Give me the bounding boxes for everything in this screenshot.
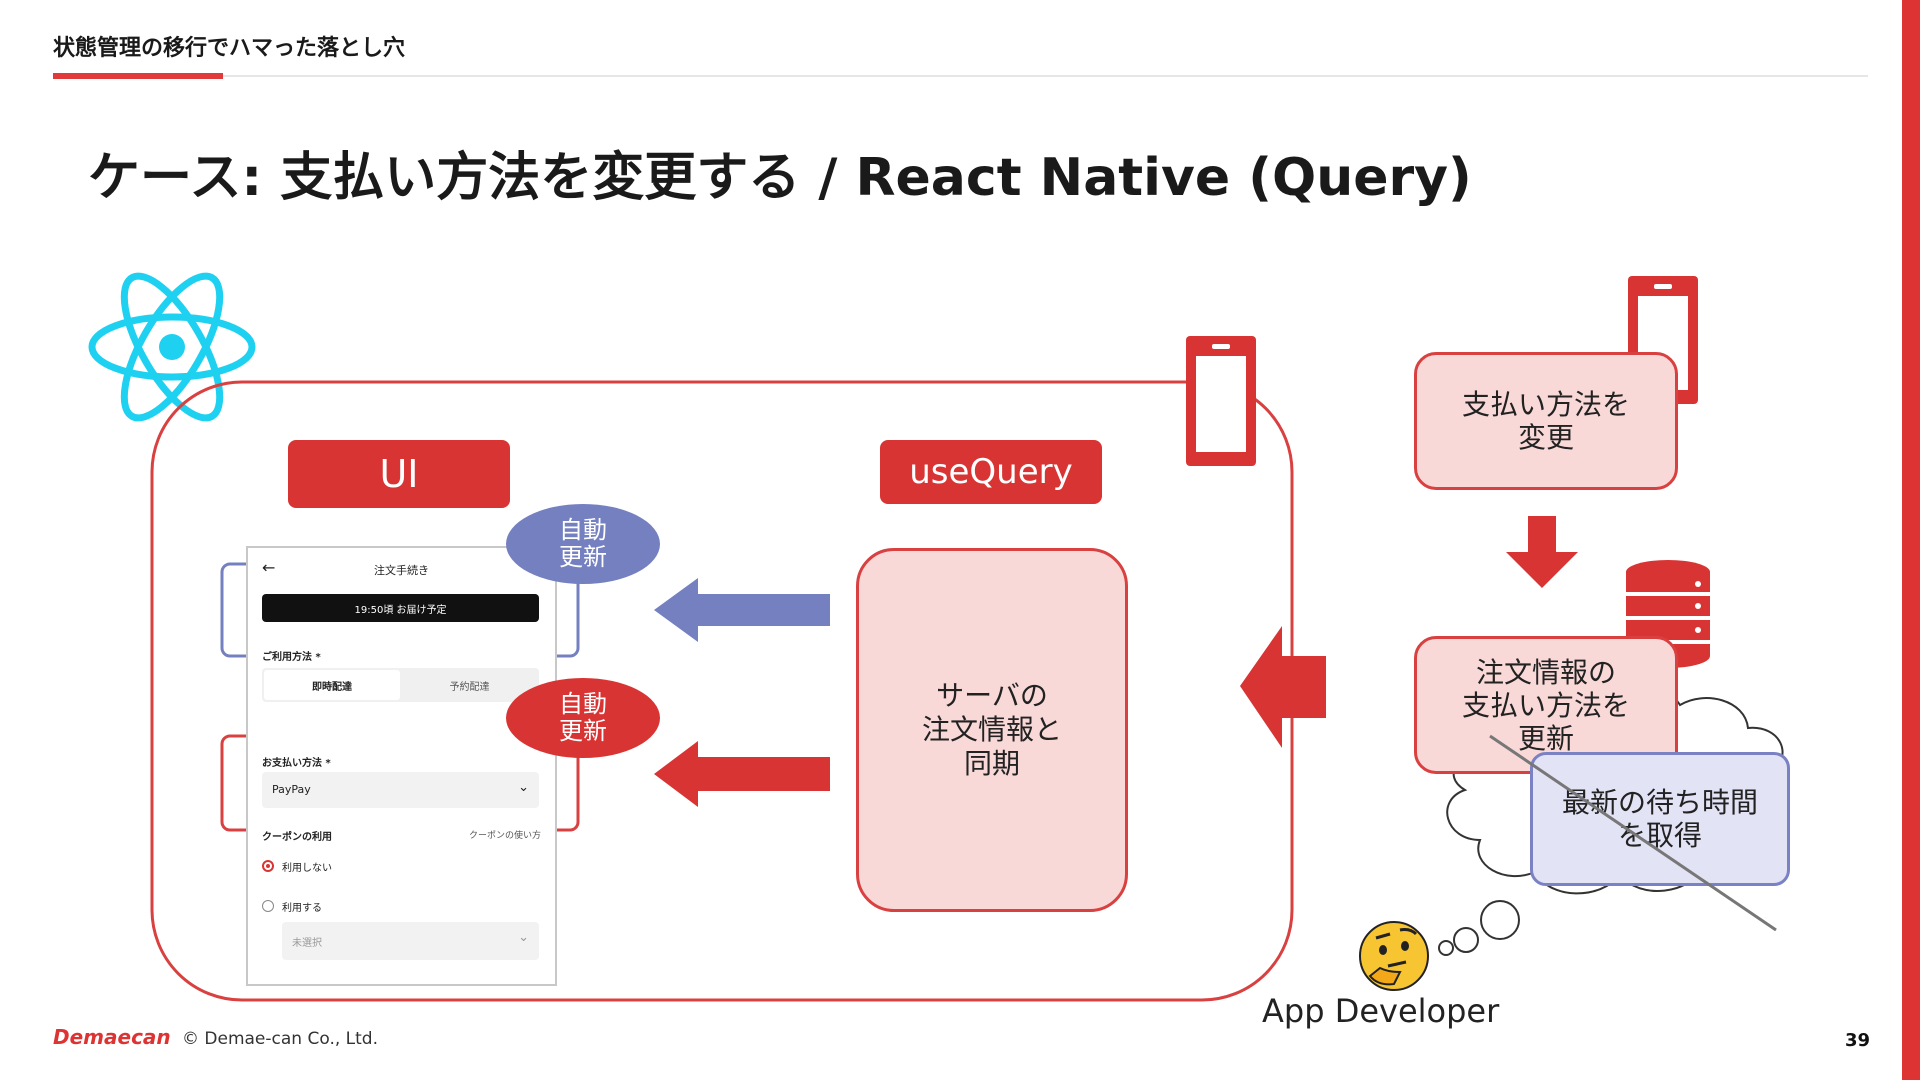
radio-not-use[interactable] bbox=[262, 860, 274, 872]
coupon-help-link[interactable]: クーポンの使い方 bbox=[468, 831, 541, 841]
chevron-down-icon: ⌄ bbox=[518, 780, 529, 795]
change-payment-line: 変更 bbox=[1517, 421, 1574, 454]
header-divider bbox=[53, 75, 1868, 77]
phone-screen: ← 注文手続き 19:50頃 お届け予定 ご利用方法 * 即時配達 予約配達 お… bbox=[246, 546, 557, 986]
change-payment-line: 支払い方法を bbox=[1461, 388, 1630, 421]
smartphone-icon bbox=[1186, 336, 1256, 466]
delivery-time-bar[interactable]: 19:50頃 お届け予定 bbox=[262, 594, 539, 622]
server-sync-line: サーバの bbox=[936, 679, 1048, 712]
copyright: © Demae-can Co., Ltd. bbox=[182, 1029, 378, 1049]
payment-section-label: お支払い方法 * bbox=[262, 758, 331, 769]
payment-value: PayPay bbox=[272, 783, 311, 796]
server-sync-line: 同期 bbox=[963, 747, 1020, 780]
coupon-select-value: 未選択 bbox=[292, 938, 322, 949]
section-title: 状態管理の移行でハマった落とし穴 bbox=[53, 36, 406, 61]
arrow-down-icon bbox=[1506, 516, 1578, 588]
fetch-latest-line: を取得 bbox=[1617, 819, 1702, 852]
page-number: 39 bbox=[1844, 1030, 1870, 1051]
auto-update-badge: 自動 更新 bbox=[506, 678, 660, 758]
auto-update-line: 自動 bbox=[559, 516, 607, 544]
coupon-section-label: クーポンの利用 bbox=[262, 832, 332, 843]
brand-logo: Demaecan bbox=[53, 1025, 171, 1049]
thinking-face-icon bbox=[1359, 921, 1429, 991]
payment-select[interactable]: PayPay ⌄ bbox=[262, 772, 539, 808]
arrow-left-icon bbox=[654, 578, 830, 642]
ui-label: UI bbox=[288, 440, 510, 508]
header-accent-bar bbox=[53, 73, 223, 79]
app-developer-label: App Developer bbox=[1262, 992, 1500, 1030]
update-order-line: 支払い方法を bbox=[1461, 688, 1630, 722]
back-arrow-icon[interactable]: ← bbox=[262, 558, 276, 577]
update-order-line: 注文情報の bbox=[1475, 655, 1616, 689]
right-edge-bar bbox=[1902, 0, 1920, 1080]
chevron-down-icon: ⌄ bbox=[518, 930, 529, 945]
slide-title: ケース: 支払い方法を変更する / React Native (Query) bbox=[88, 148, 1472, 208]
usage-section-label: ご利用方法 * bbox=[262, 652, 321, 663]
coupon-select[interactable]: 未選択 ⌄ bbox=[282, 922, 539, 960]
tab-immediate[interactable]: 即時配達 bbox=[264, 670, 400, 700]
change-payment-box: 支払い方法を 変更 bbox=[1414, 352, 1678, 490]
server-sync-box: サーバの 注文情報と 同期 bbox=[856, 548, 1128, 912]
delivery-tabs: 即時配達 予約配達 bbox=[262, 668, 539, 702]
react-logo-icon bbox=[88, 272, 256, 422]
server-sync-line: 注文情報と bbox=[921, 713, 1062, 746]
tab-scheduled[interactable]: 予約配達 bbox=[449, 681, 490, 693]
auto-update-line: 更新 bbox=[559, 543, 607, 571]
use-query-label: useQuery bbox=[880, 440, 1102, 504]
auto-update-line: 更新 bbox=[559, 717, 607, 745]
update-order-line: 更新 bbox=[1517, 721, 1574, 755]
radio-use-label: 利用する bbox=[282, 903, 322, 914]
arrow-left-icon bbox=[1240, 626, 1326, 748]
auto-update-line: 自動 bbox=[559, 690, 607, 718]
screen-title: 注文手続き bbox=[374, 564, 429, 577]
fetch-latest-line: 最新の待ち時間 bbox=[1561, 786, 1758, 819]
fetch-latest-box: 最新の待ち時間 を取得 bbox=[1530, 752, 1790, 886]
radio-use[interactable] bbox=[262, 900, 274, 912]
radio-not-use-label: 利用しない bbox=[282, 863, 332, 874]
arrow-left-icon bbox=[654, 741, 830, 807]
auto-update-badge: 自動 更新 bbox=[506, 504, 660, 584]
